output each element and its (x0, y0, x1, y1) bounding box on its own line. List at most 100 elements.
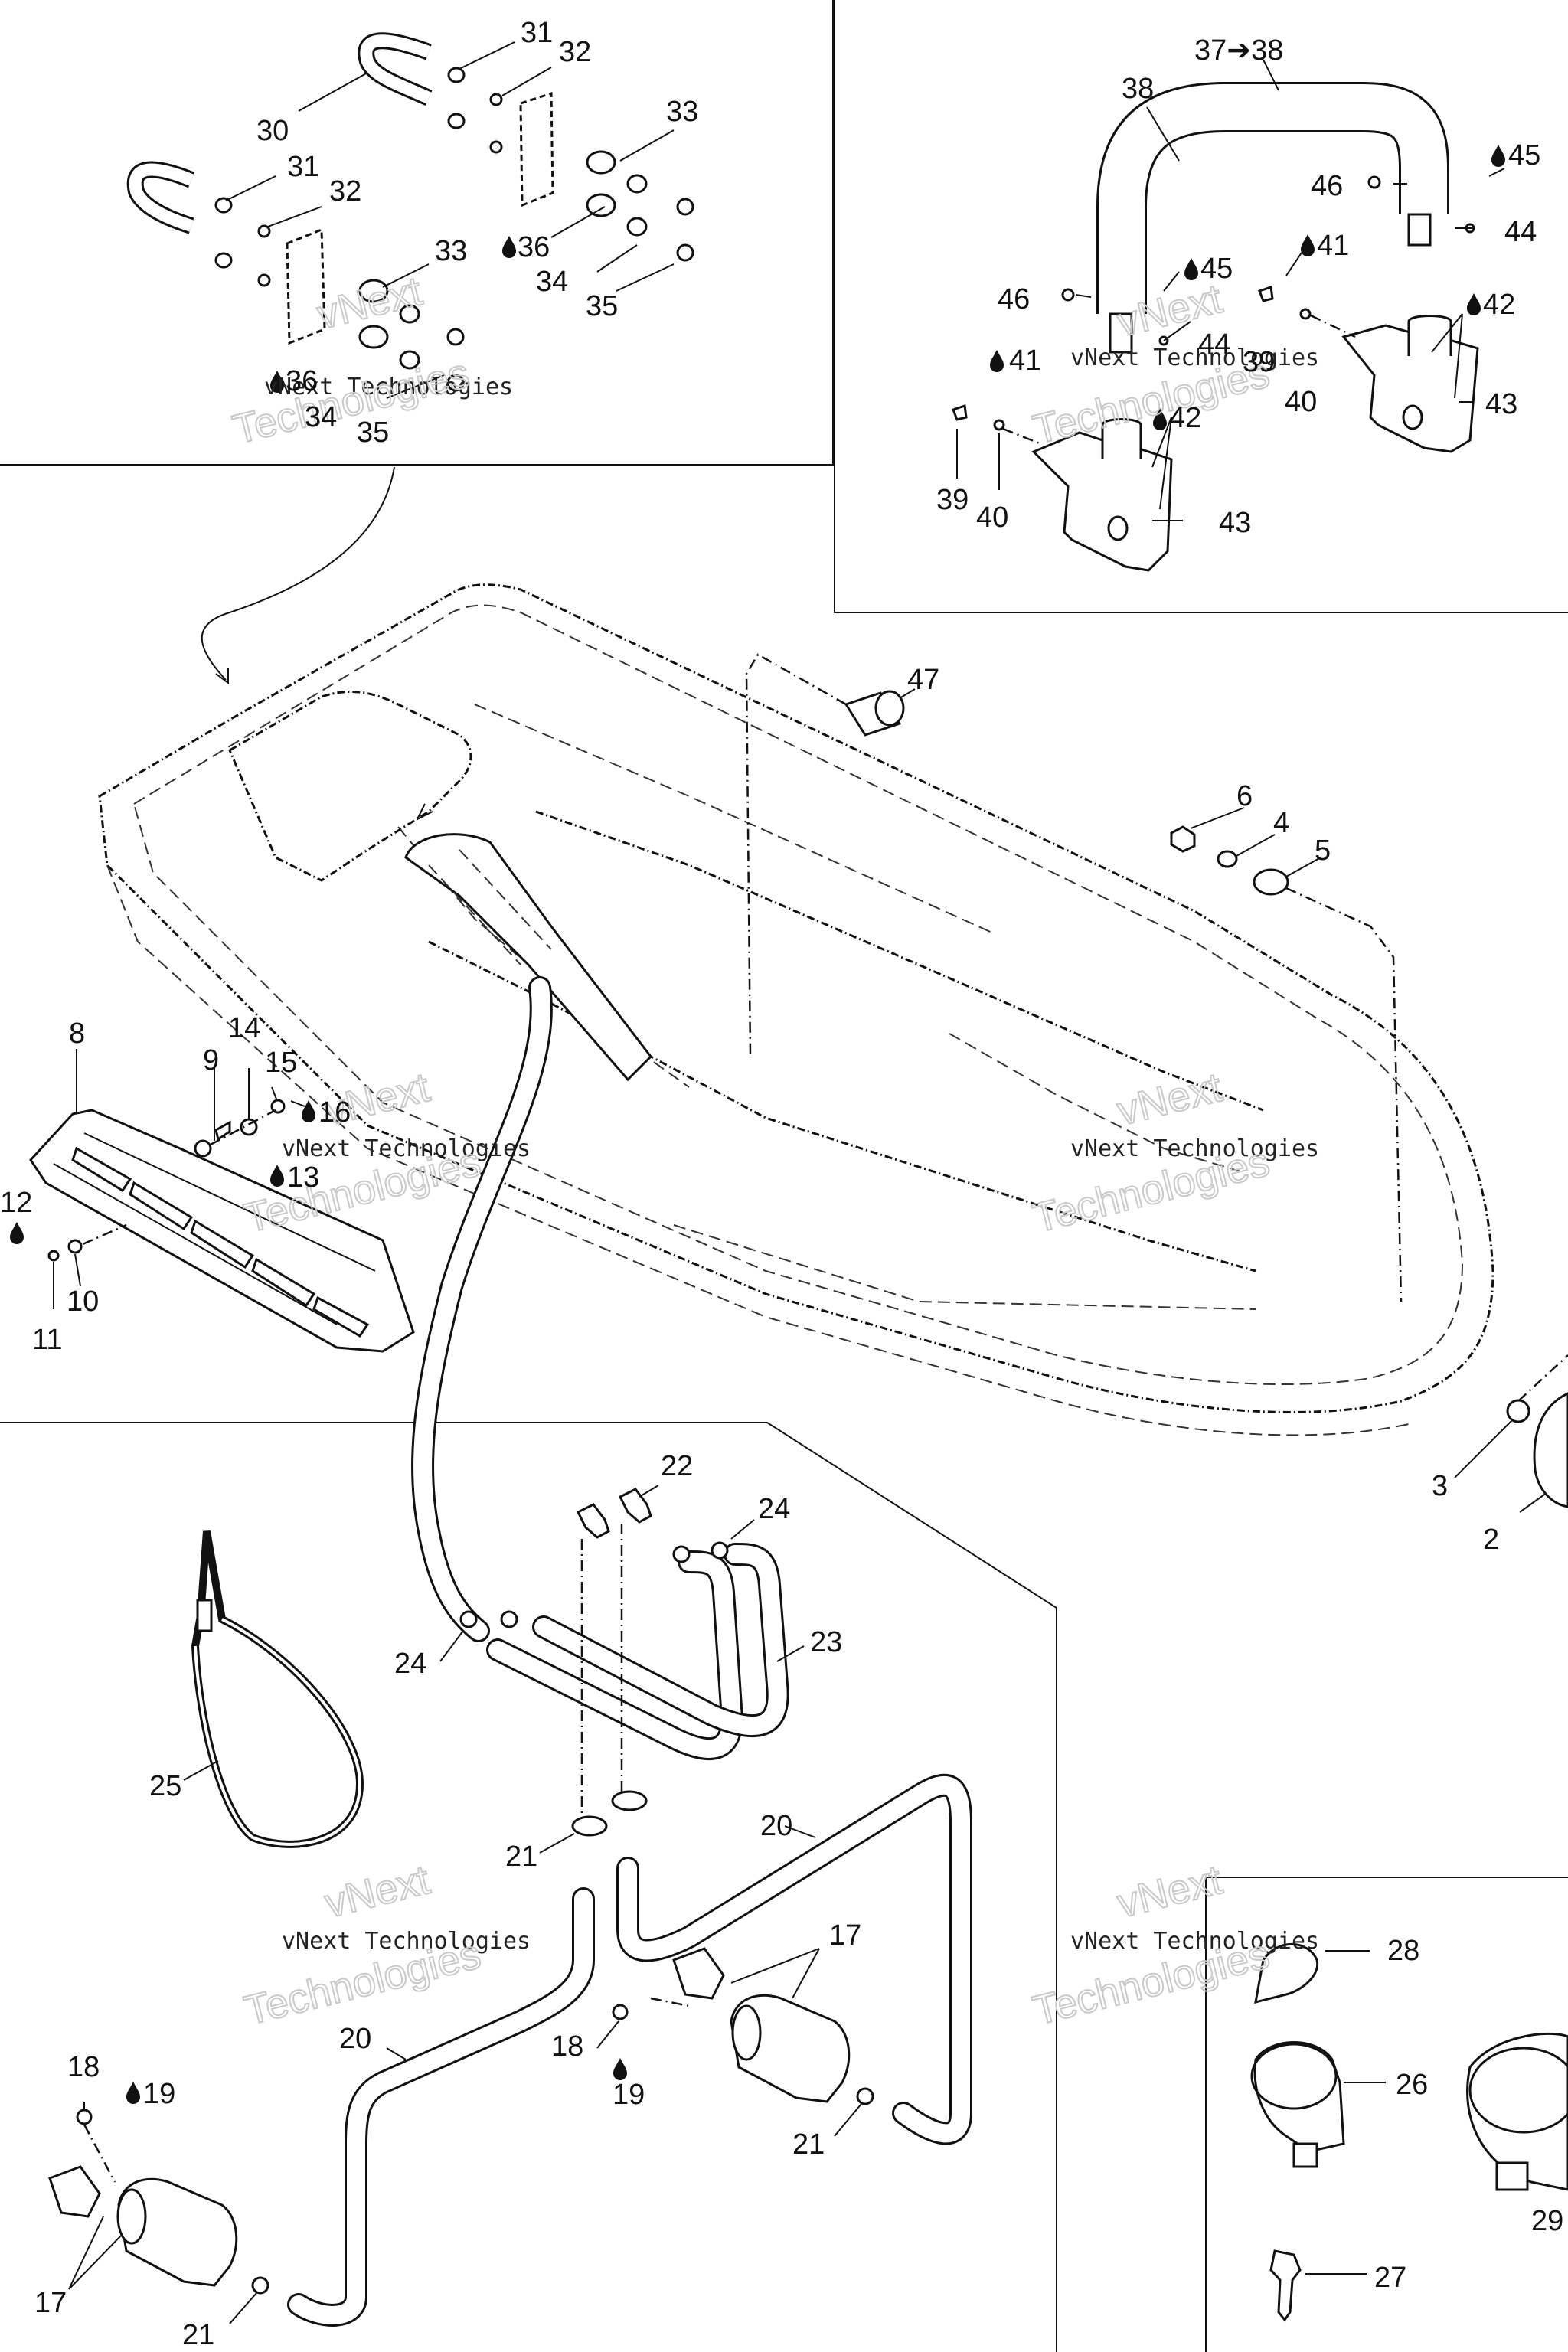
callout-label: 30 (256, 115, 289, 147)
callout-label: 34 (536, 266, 568, 298)
callout-labels: 30 31 32 33 31 32 33 36 34 35 36 34 35 3… (0, 17, 1563, 2351)
clamp-hardware (1250, 1942, 1568, 2322)
drop-icon (1467, 293, 1481, 315)
callout-label: 44 (1504, 216, 1537, 248)
callout-label: 21 (505, 1841, 537, 1873)
callout-label: 33 (435, 235, 467, 267)
washer-3 (1506, 1399, 1530, 1423)
callout-label: 20 (760, 1810, 792, 1842)
callout-label: 31 (287, 151, 319, 183)
callout-label: 32 (559, 36, 591, 68)
drop-icon (126, 2082, 140, 2104)
callout-label: 11 (32, 1324, 62, 1356)
drop-icon (302, 1100, 315, 1122)
callout-label: 36 (286, 365, 318, 397)
part-2 (1533, 1392, 1568, 1508)
callout-label: 21 (182, 2319, 214, 2351)
callout-label: 27 (1374, 2262, 1406, 2294)
callout-label: 17 (34, 2287, 67, 2319)
callout-label: 46 (998, 283, 1030, 315)
callout-label: 12 (0, 1187, 32, 1219)
callout-label: 43 (1219, 507, 1251, 539)
hull-footwell-right (535, 810, 1264, 1112)
callout-label: 39 (1243, 346, 1275, 378)
callout-label: 26 (1396, 2069, 1428, 2101)
clamp-29 (1466, 2032, 1568, 2191)
callout-label: 16 (318, 1096, 351, 1129)
handlebar-end-left (1109, 312, 1133, 354)
callout-label: 31 (521, 17, 553, 49)
callout-label: 10 (67, 1285, 99, 1318)
hull-hardware (745, 653, 1568, 1513)
drop-icon (613, 2058, 627, 2080)
watermark-text: Technologies (228, 350, 473, 452)
watermark-text: vNext (320, 1857, 433, 1927)
callout-label: 45 (1200, 253, 1233, 285)
callout-label: 47 (907, 664, 939, 696)
backing-plate-upper (519, 91, 554, 207)
bilge-pump-left (117, 2177, 238, 2287)
bilge-system (48, 976, 972, 2327)
hull-rib (949, 1033, 1241, 1172)
watermark-text: vNext Technologies (1070, 1135, 1319, 1162)
watermark-text: vNext (1112, 1064, 1226, 1135)
watermark-text: vNext Technologies (1070, 1928, 1319, 1955)
callout-label: 29 (1531, 2205, 1563, 2237)
pump-housing (404, 833, 652, 1082)
hull-footwell-left (428, 940, 1256, 1272)
hull-seat-well (228, 691, 472, 882)
callout-label: 14 (228, 1012, 260, 1044)
callout-label: 24 (758, 1493, 790, 1525)
callout-label: 23 (810, 1626, 842, 1658)
nut-6 (1170, 825, 1196, 853)
callout-label: 17 (829, 1919, 861, 1952)
callout-label: 15 (265, 1047, 297, 1079)
sponson-assembly (29, 1049, 415, 1353)
callout-label: 18 (67, 2051, 100, 2083)
callout-label: 42 (1169, 402, 1201, 434)
callout-label: 28 (1387, 1935, 1419, 1967)
callout-label: 25 (149, 1770, 181, 1802)
arrow-to-hull (201, 466, 395, 681)
callout-label: 43 (1485, 388, 1517, 420)
callout-label: 9 (203, 1044, 219, 1076)
clamp-21a (571, 1815, 608, 1837)
callout-label: 34 (305, 401, 337, 433)
callout-label: 19 (143, 2078, 175, 2110)
callout-label: 41 (1009, 345, 1041, 377)
callout-label: 5 (1315, 835, 1331, 867)
fitting-22-left (576, 1503, 610, 1539)
fitting-22-right (618, 1488, 652, 1524)
washer-4 (1217, 850, 1238, 868)
hull-outer-deck (98, 583, 1494, 1413)
riser-clamp-left-tube (1101, 418, 1142, 459)
drop-icon (10, 1222, 24, 1244)
watermark-text: vNext Technologies (282, 1135, 531, 1162)
callout-label: 42 (1483, 289, 1515, 321)
handlebar-end-right (1407, 213, 1432, 247)
bolt-39-right (1258, 286, 1274, 302)
sponson-8 (29, 1109, 415, 1353)
washer-5 (1253, 868, 1289, 896)
callout-label: 46 (1311, 170, 1343, 202)
callout-label: 32 (329, 175, 361, 207)
box-bilge (0, 1422, 1057, 2352)
callout-label: 44 (1198, 328, 1230, 361)
callout-label: 6 (1236, 780, 1253, 812)
hull (98, 583, 1494, 1436)
callout-label: 36 (518, 231, 550, 263)
callout-label: 35 (357, 416, 389, 449)
callout-label: 2 (1483, 1524, 1499, 1556)
screw-27 (1269, 2249, 1302, 2322)
drop-icon (1301, 234, 1315, 256)
callout-label: 35 (586, 290, 618, 322)
callout-label: 39 (936, 484, 969, 516)
callout-label: 21 (792, 2128, 825, 2161)
drop-icon (270, 1165, 284, 1187)
washers-lower (214, 197, 465, 392)
callout-label: 22 (661, 1450, 693, 1482)
bilge-pump-right (730, 1994, 851, 2103)
riser-clamp-right-tube (1407, 315, 1452, 356)
watermark-text: vNext (1112, 1857, 1226, 1927)
